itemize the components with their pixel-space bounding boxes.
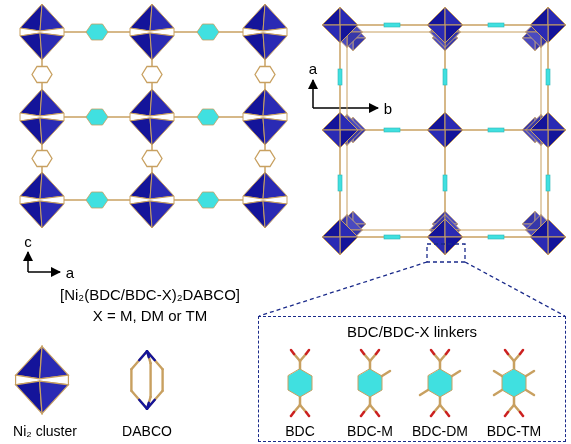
formula-label: [Ni₂(BDC/BDC-X)₂DABCO] <box>60 287 240 302</box>
panel-heading: BDC/BDC-X linkers <box>259 317 565 341</box>
bdc-linkers-top-view <box>338 23 550 239</box>
linker-label: BDC-DM <box>412 424 468 438</box>
dabco-figure <box>131 351 162 409</box>
ni2-clusters-depth <box>332 17 557 246</box>
axis-label: a <box>309 61 317 76</box>
linker-label: BDC-M <box>347 424 393 438</box>
axis-label: b <box>384 101 392 116</box>
axis-arrows <box>28 80 378 272</box>
top-view-framework <box>340 25 548 237</box>
axis-label: a <box>66 265 74 280</box>
zoom-leader <box>259 244 565 316</box>
ni2-clusters <box>20 4 287 228</box>
dabco-linkers <box>32 67 275 167</box>
formula-note: X = M, DM or TM <box>93 308 207 323</box>
linker-label: BDC <box>285 424 315 438</box>
component-label: DABCO <box>122 424 172 438</box>
ni2-cluster-figure <box>16 346 69 413</box>
linker-label: BDC-TM <box>487 424 541 438</box>
linker-figures <box>288 350 534 416</box>
component-label: Ni₂ cluster <box>13 424 77 438</box>
ni2-clusters-top-view <box>322 7 566 255</box>
axis-label: c <box>24 234 32 249</box>
